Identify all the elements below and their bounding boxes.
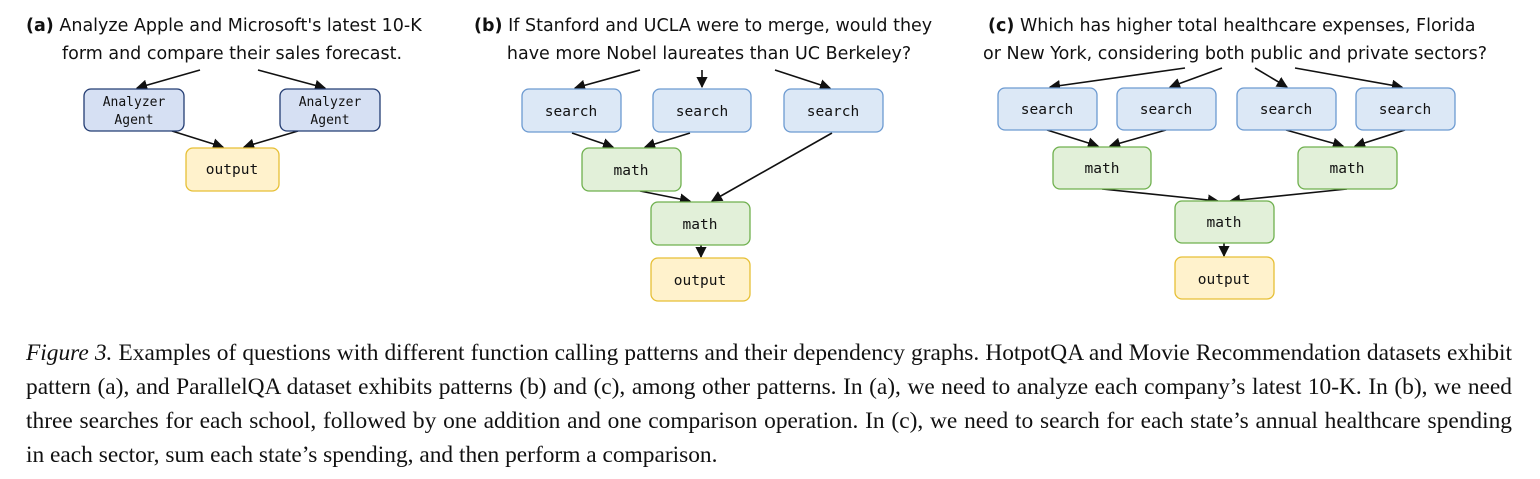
panel-b-question-line1: (b) If Stanford and UCLA were to merge, … bbox=[474, 16, 932, 36]
edge-search3-to-math2-b bbox=[711, 132, 833, 202]
edge-math1-to-math2-b bbox=[639, 190, 692, 205]
edge-search4-to-math2-c bbox=[1353, 129, 1406, 149]
panel-c-question-line2: or New York, considering both public and… bbox=[983, 44, 1487, 64]
edge-math2-to-math3-c bbox=[1228, 188, 1348, 206]
panel-a: (a) Analyze Apple and Microsoft's latest… bbox=[26, 16, 422, 192]
node-math-c-3: math bbox=[1174, 200, 1275, 244]
node-search-b-3: search bbox=[783, 88, 884, 133]
agent-1-label-line2: Agent bbox=[114, 113, 153, 128]
search-c-4-label: search bbox=[1379, 102, 1431, 118]
edge-question-to-search3-c bbox=[1254, 67, 1288, 88]
edge-agent1-to-output bbox=[171, 130, 225, 150]
node-search-b-1: search bbox=[521, 88, 622, 133]
edge-question-to-search2-c bbox=[1168, 67, 1223, 89]
node-search-c-4: search bbox=[1355, 87, 1456, 131]
agent-1-label-line1: Analyzer bbox=[103, 95, 166, 110]
figure-label: Figure 3. bbox=[26, 340, 113, 366]
search-c-1-label: search bbox=[1021, 102, 1073, 118]
node-output-a: output bbox=[185, 147, 280, 192]
edge-search1-to-math1-c bbox=[1046, 129, 1100, 149]
panel-b: (b) If Stanford and UCLA were to merge, … bbox=[474, 16, 932, 302]
output-c-label: output bbox=[1198, 272, 1250, 288]
math-c-1-label: math bbox=[1085, 161, 1120, 177]
node-search-c-1: search bbox=[997, 87, 1098, 131]
dependency-graphs-diagram: (a) Analyze Apple and Microsoft's latest… bbox=[26, 16, 1487, 302]
node-search-c-3: search bbox=[1236, 87, 1337, 131]
edge-search2-to-math1-c bbox=[1108, 129, 1167, 149]
node-analyzer-agent-1: Analyzer Agent bbox=[83, 88, 185, 132]
edge-search3-to-math2-c bbox=[1285, 129, 1345, 149]
node-math-b-1: math bbox=[581, 147, 682, 192]
agent-2-label-line2: Agent bbox=[310, 113, 349, 128]
edge-question-to-search1-b bbox=[573, 69, 641, 91]
agent-2-label-line1: Analyzer bbox=[299, 95, 362, 110]
search-b-1-label: search bbox=[545, 104, 597, 120]
math-c-3-label: math bbox=[1207, 215, 1242, 231]
panel-a-question-line2: form and compare their sales forecast. bbox=[62, 44, 402, 64]
output-a-label: output bbox=[206, 162, 258, 178]
edge-agent2-to-output bbox=[242, 130, 299, 150]
edge-question-to-agent1 bbox=[135, 69, 201, 91]
node-search-b-2: search bbox=[652, 88, 752, 133]
edge-question-to-agent2 bbox=[257, 69, 327, 91]
node-analyzer-agent-2: Analyzer Agent bbox=[279, 88, 381, 132]
node-output-c: output bbox=[1174, 256, 1275, 300]
search-b-3-label: search bbox=[807, 104, 859, 120]
edge-search2-to-math1-b bbox=[643, 132, 691, 150]
panel-b-label: (b) bbox=[474, 16, 503, 36]
node-math-b-2: math bbox=[650, 201, 751, 246]
math-b-2-label: math bbox=[683, 217, 718, 233]
edge-question-to-search1-c bbox=[1048, 67, 1186, 92]
search-c-2-label: search bbox=[1140, 102, 1192, 118]
panel-c-label: (c) bbox=[988, 16, 1014, 36]
math-b-1-label: math bbox=[614, 163, 649, 179]
panel-b-question-line2: have more Nobel laureates than UC Berkel… bbox=[507, 44, 911, 64]
panel-a-question-line1: (a) Analyze Apple and Microsoft's latest… bbox=[26, 16, 422, 36]
edge-search1-to-math1-b bbox=[571, 132, 615, 150]
output-b-label: output bbox=[674, 273, 726, 289]
search-b-2-label: search bbox=[676, 104, 728, 120]
edge-math1-to-math3-c bbox=[1101, 188, 1220, 206]
node-search-c-2: search bbox=[1116, 87, 1217, 131]
edge-question-to-search4-c bbox=[1294, 67, 1404, 91]
panel-c-question-line1: (c) Which has higher total healthcare ex… bbox=[988, 16, 1476, 36]
node-output-b: output bbox=[650, 257, 751, 302]
node-math-c-2: math bbox=[1297, 146, 1398, 190]
panel-c: (c) Which has higher total healthcare ex… bbox=[983, 16, 1487, 300]
panel-a-label: (a) bbox=[26, 16, 54, 36]
edge-question-to-search3-b bbox=[774, 69, 832, 91]
math-c-2-label: math bbox=[1330, 161, 1365, 177]
search-c-3-label: search bbox=[1260, 102, 1312, 118]
figure-caption: Figure 3. Examples of questions with dif… bbox=[26, 336, 1512, 472]
node-math-c-1: math bbox=[1052, 146, 1152, 190]
figure-caption-text: Examples of questions with different fun… bbox=[26, 340, 1513, 468]
